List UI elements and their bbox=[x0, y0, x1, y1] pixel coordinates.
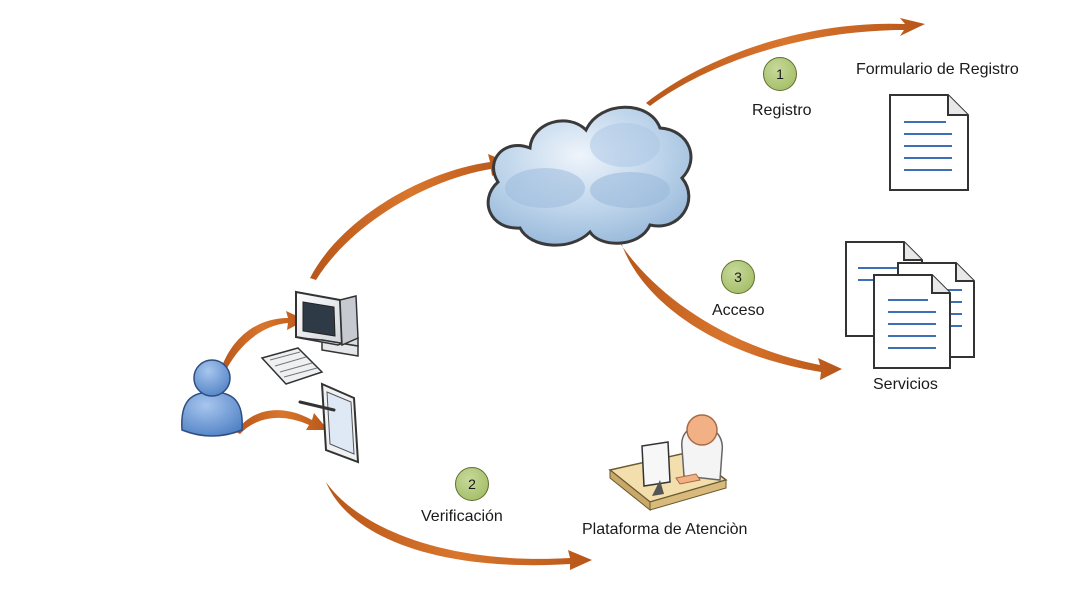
form-label: Formulario de Registro bbox=[856, 61, 1019, 78]
arrow-user-to-cloud bbox=[310, 154, 510, 280]
step-badge-3: 3 bbox=[721, 260, 755, 294]
step-number: 1 bbox=[776, 66, 784, 82]
arrow-to-platform bbox=[326, 482, 592, 570]
documents-stack-icon bbox=[845, 241, 975, 369]
step-label-verificacion: Verificación bbox=[421, 508, 503, 525]
user-icon bbox=[181, 359, 243, 437]
arrow-user-to-tablet bbox=[236, 410, 328, 434]
support-agent-icon bbox=[608, 414, 728, 512]
document-icon bbox=[889, 94, 969, 191]
step-label-registro: Registro bbox=[752, 102, 812, 119]
keyboard-icon bbox=[260, 347, 324, 385]
step-label-acceso: Acceso bbox=[712, 302, 765, 319]
desktop-computer-icon bbox=[295, 290, 359, 357]
tablet-icon bbox=[320, 382, 360, 464]
step-badge-2: 2 bbox=[455, 467, 489, 501]
cloud-icon bbox=[486, 105, 693, 247]
stylus-icon bbox=[298, 400, 336, 412]
arrow-to-form bbox=[646, 18, 925, 106]
step-number: 3 bbox=[734, 269, 742, 285]
arrow-cloud-to-services bbox=[618, 240, 842, 380]
step-badge-1: 1 bbox=[763, 57, 797, 91]
step-number: 2 bbox=[468, 476, 476, 492]
platform-label: Plataforma de Atenciòn bbox=[582, 521, 748, 538]
services-label: Servicios bbox=[873, 376, 938, 393]
